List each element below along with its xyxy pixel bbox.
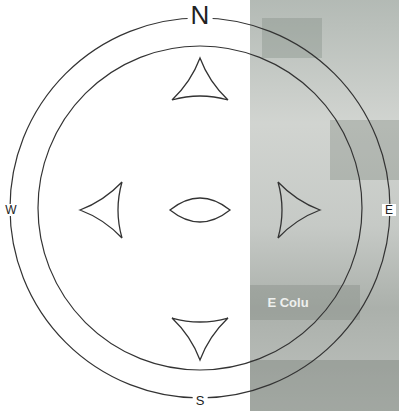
- compass-south: S: [193, 394, 208, 407]
- photo-background: [250, 0, 399, 411]
- center-eye: [170, 198, 230, 222]
- pan-south-arrow: [172, 318, 228, 360]
- pan-east-arrow: [278, 182, 320, 238]
- compass-west: W: [2, 204, 19, 216]
- compass-north: N: [188, 2, 213, 28]
- pan-north-arrow: [172, 58, 228, 100]
- pan-west-arrow: [80, 182, 122, 238]
- street-sign-text: E Colu: [267, 296, 308, 309]
- inner-ring: [38, 46, 362, 370]
- compass-east: E: [382, 204, 396, 216]
- outer-ring: [10, 18, 390, 398]
